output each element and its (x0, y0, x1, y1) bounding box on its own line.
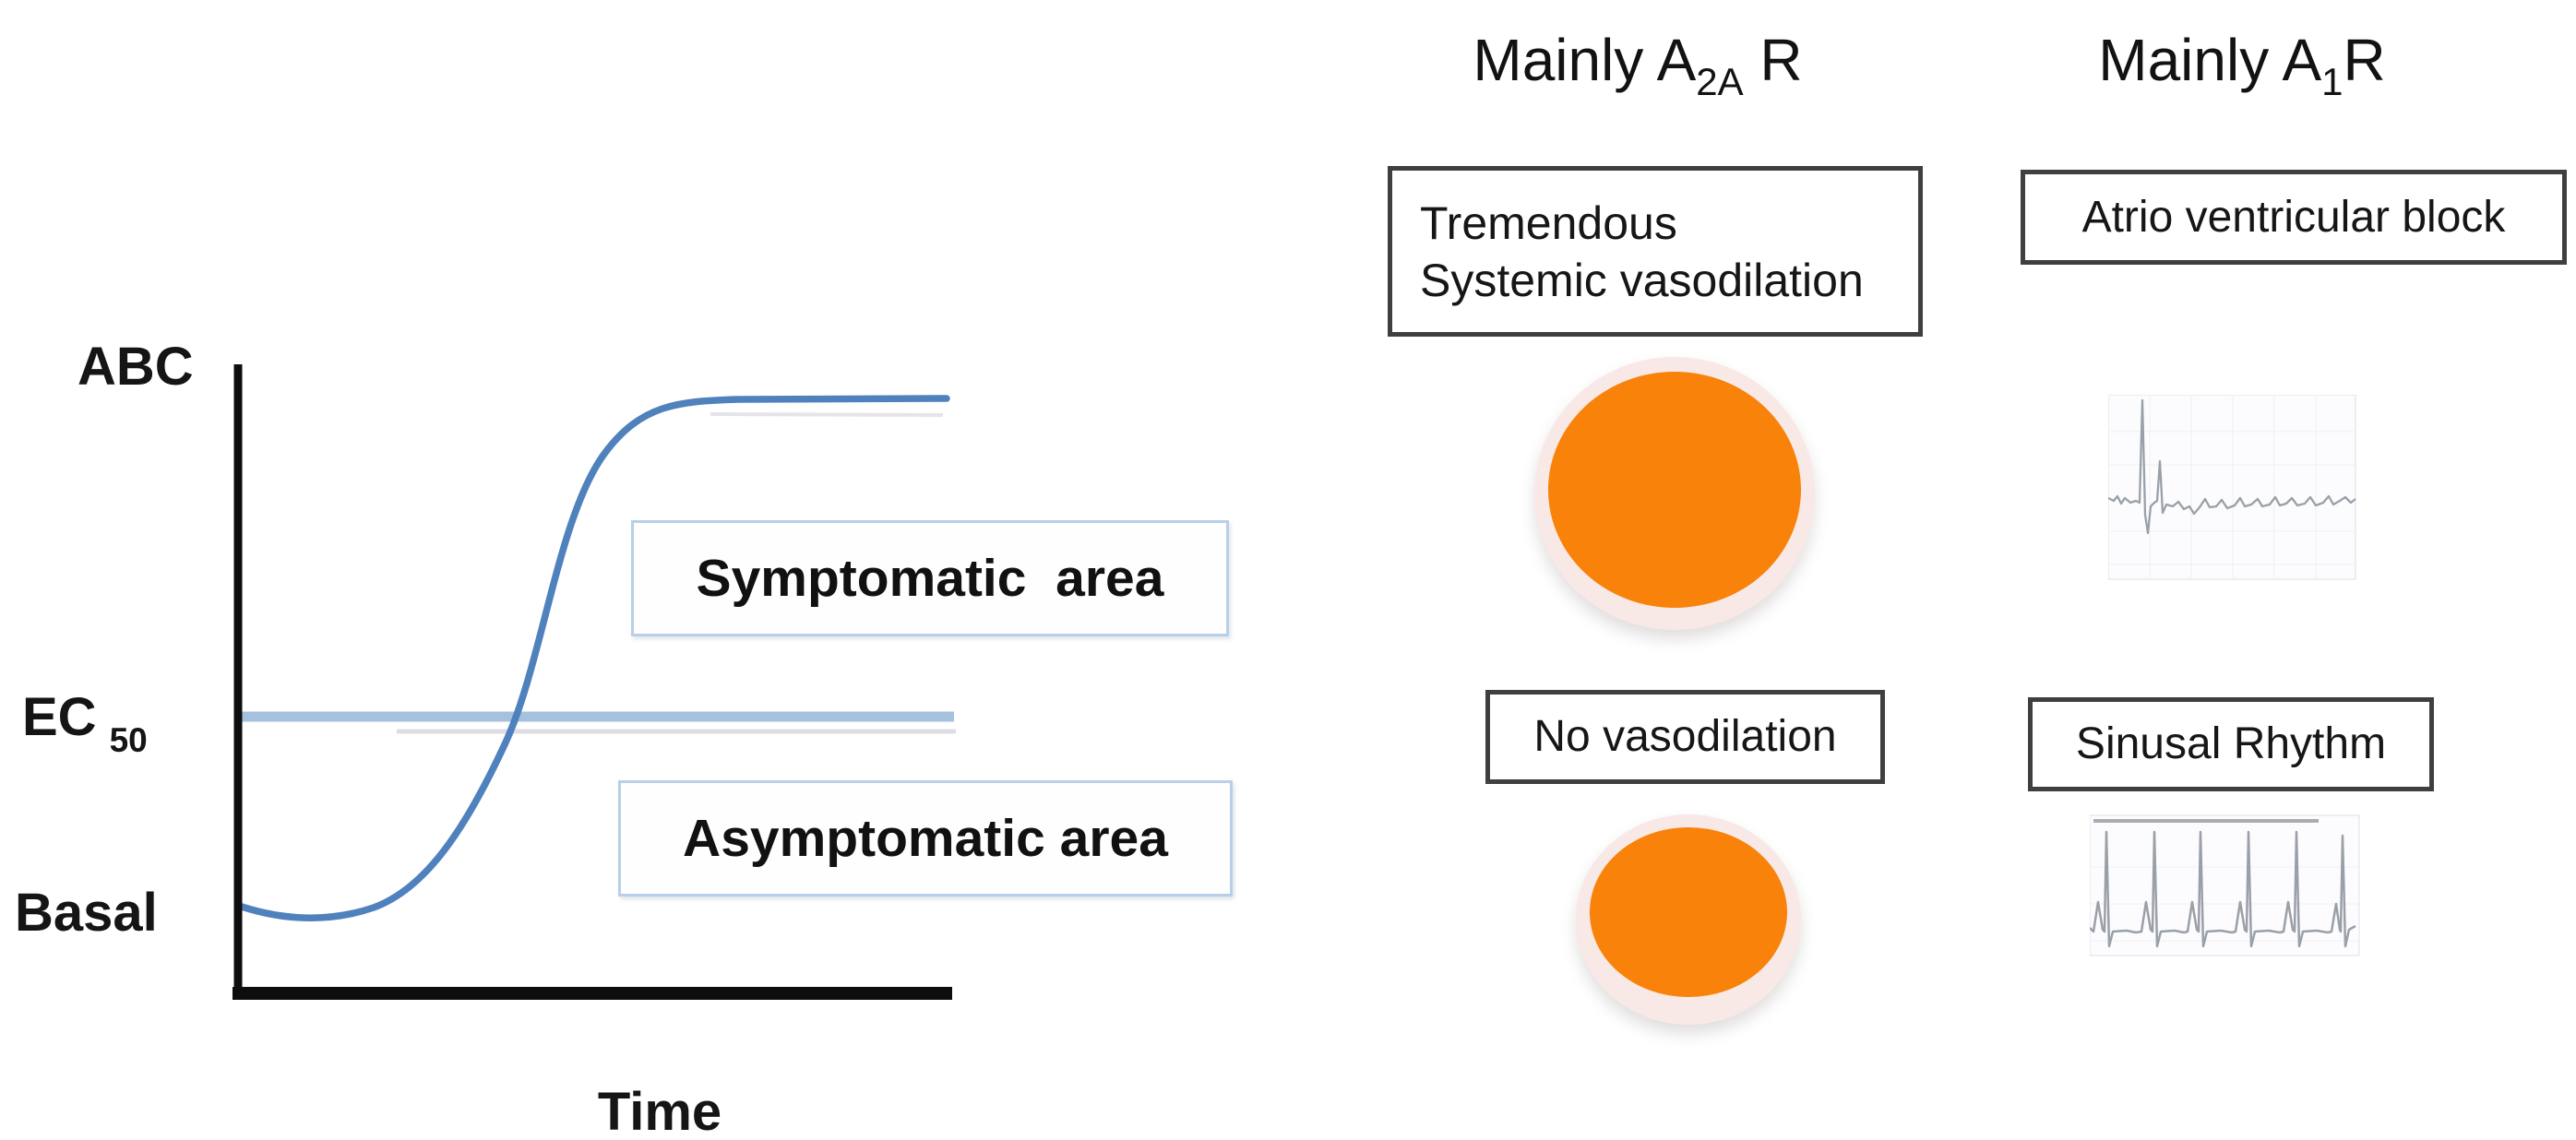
sinus-rhythm-ecg-paper (2090, 814, 2360, 956)
sinus-rhythm-label: Sinusal Rhythm (2075, 719, 2387, 768)
dilated-vessel-lumen (1548, 372, 1801, 608)
sinus-rhythm-ecg-grid (2090, 866, 2359, 942)
no-vasodilation-box: No vasodilation (1485, 690, 1885, 784)
y-label-abc: ABC (78, 337, 194, 397)
non-dilated-vessel-lumen (1590, 827, 1787, 997)
concentration-curve (238, 395, 950, 921)
symptomatic-area-box: Symptomatic area (631, 520, 1229, 636)
column-header-a2a-suffix: R (1743, 27, 1803, 93)
column-header-a1-subscript: 1 (2321, 60, 2343, 103)
y-label-ec50: EC 50 (22, 686, 148, 759)
y-label-basal: Basal (15, 883, 158, 943)
column-header-a2a: Mainly A2A R (1439, 26, 1836, 103)
av-block-box: Atrio ventricular block (2021, 170, 2567, 265)
sinus-rhythm-ecg (2090, 814, 2360, 956)
sinus-rhythm-box: Sinusal Rhythm (2028, 697, 2434, 791)
tremendous-vasodilation-line1: Tremendous (1420, 196, 1677, 249)
y-label-ec50-main: EC (22, 687, 97, 747)
tremendous-vasodilation-line2: Systemic vasodilation (1420, 254, 1864, 306)
av-block-ecg (2108, 395, 2356, 580)
x-label-time: Time (597, 1082, 722, 1140)
asymptomatic-area-box: Asymptomatic area (618, 780, 1233, 897)
concentration-time-chart (233, 364, 956, 1000)
asymptomatic-area-label: Asymptomatic area (683, 809, 1168, 868)
column-header-a1-prefix: Mainly A (2098, 27, 2322, 93)
column-header-a2a-prefix: Mainly A (1473, 27, 1697, 93)
av-block-ecg-grid (2108, 395, 2355, 579)
non-dilated-vessel-circle (1576, 814, 1801, 1025)
tremendous-vasodilation-box: Tremendous Systemic vasodilation (1388, 166, 1923, 337)
av-block-label: Atrio ventricular block (2081, 192, 2506, 242)
column-header-a1: Mainly A1R (2044, 26, 2440, 103)
sinus-rhythm-ecg-trace (2090, 830, 2356, 948)
dilated-vessel-circle (1534, 357, 1815, 630)
column-header-a2a-subscript: 2A (1696, 60, 1744, 103)
y-label-ec50-sub: 50 (109, 721, 148, 759)
av-block-ecg-trace (2108, 398, 2356, 535)
plateau-shadow (710, 412, 944, 417)
no-vasodilation-label: No vasodilation (1533, 712, 1837, 761)
column-header-a1-suffix: R (2343, 27, 2386, 93)
symptomatic-area-label: Symptomatic area (696, 549, 1164, 608)
